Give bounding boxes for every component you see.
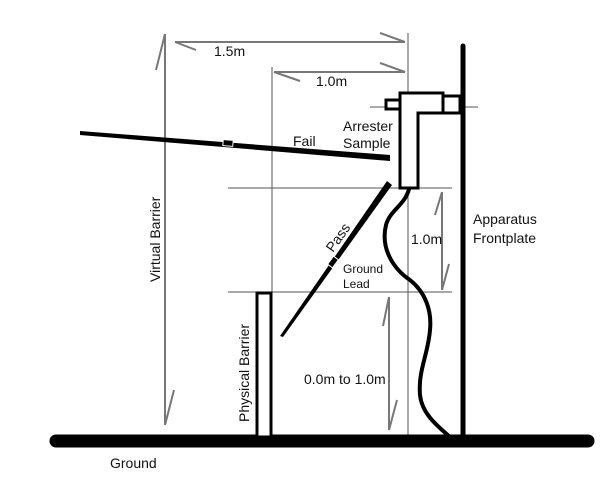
fail-label: Fail	[293, 133, 316, 149]
fail-rod-grip	[222, 139, 234, 147]
dimension-1-0m-label: 1.0m	[316, 73, 347, 89]
arrester-right-stub	[441, 94, 462, 115]
apparatus-label-line2: Frontplate	[473, 230, 536, 246]
arrow-head	[379, 32, 406, 43]
ground-lead-cable	[382, 188, 452, 439]
arrow-head	[155, 33, 166, 71]
arrow-head	[434, 191, 443, 216]
arrow-head	[441, 263, 450, 291]
arrester-body	[398, 91, 445, 190]
dimension-arrows	[155, 32, 450, 431]
fail-rod	[80, 131, 390, 161]
arrow-head	[379, 62, 406, 73]
ground-label: Ground	[110, 455, 157, 471]
arrow-head	[174, 41, 197, 51]
arrester-left-stub	[384, 98, 402, 111]
physical-barrier-label: Physical Barrier	[236, 324, 252, 422]
physical-barrier	[255, 291, 273, 439]
ground-lead-label-line1: Ground	[343, 262, 383, 276]
ground-lead-label-line2: Lead	[343, 277, 370, 291]
dimension-1-5m-label: 1.5m	[214, 43, 245, 59]
dimension-range-label: 0.0m to 1.0m	[304, 371, 386, 387]
arrow-head	[273, 71, 301, 82]
arrester-label-line2: Sample	[343, 135, 391, 151]
virtual-barrier-label: Virtual Barrier	[147, 196, 163, 282]
arrester-sample	[384, 91, 462, 190]
arrow-head	[382, 296, 390, 327]
arrow-head	[164, 389, 175, 426]
arrester-label-line1: Arrester	[343, 118, 393, 134]
pass-rod-grip	[326, 255, 340, 269]
arrow-head	[388, 399, 398, 431]
apparatus-label-line1: Apparatus	[473, 211, 537, 227]
dimension-1-0m-vertical-label: 1.0m	[411, 231, 442, 247]
